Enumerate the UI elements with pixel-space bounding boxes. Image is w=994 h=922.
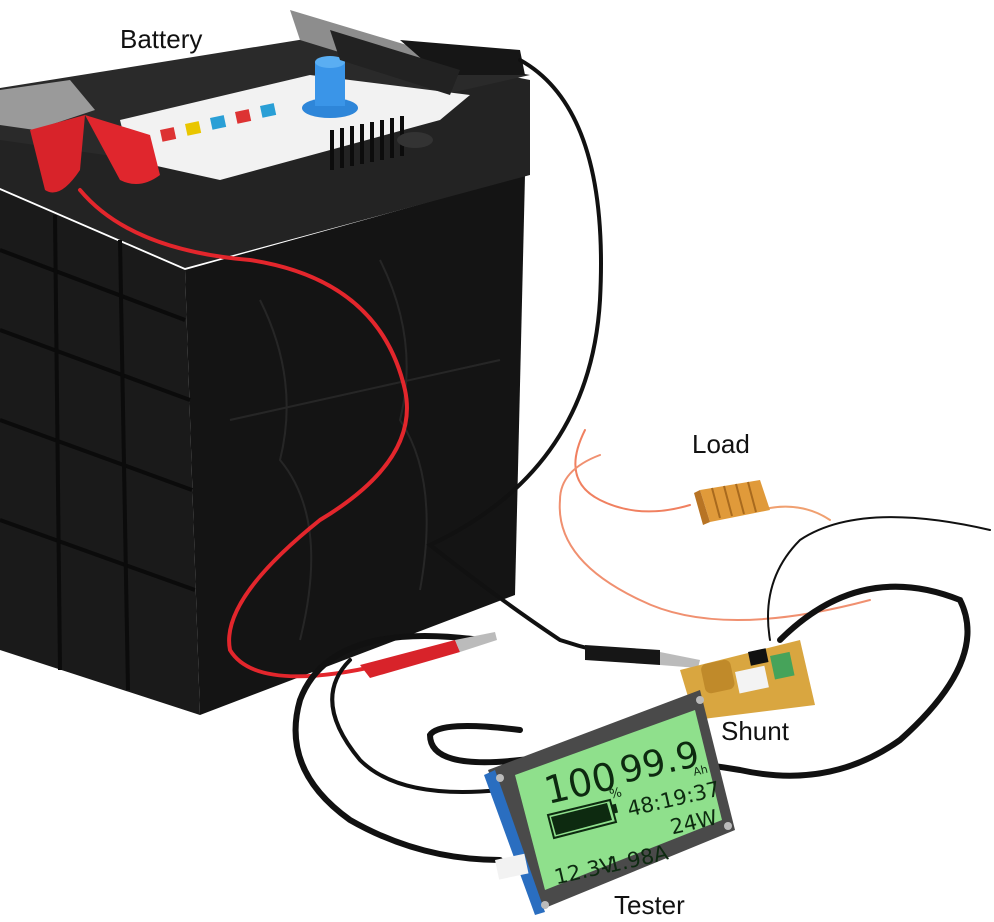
tester-device (484, 690, 735, 915)
load-resistor (694, 480, 770, 525)
wires (78, 58, 991, 863)
shunt-label: Shunt (721, 716, 789, 746)
tester-label: Tester (614, 890, 685, 920)
lcd-battery-icon (546, 798, 619, 840)
battery-clamps (0, 10, 525, 193)
load-label: Load (692, 429, 750, 459)
battery-label: Battery (120, 24, 203, 54)
shunt-board (680, 640, 815, 720)
